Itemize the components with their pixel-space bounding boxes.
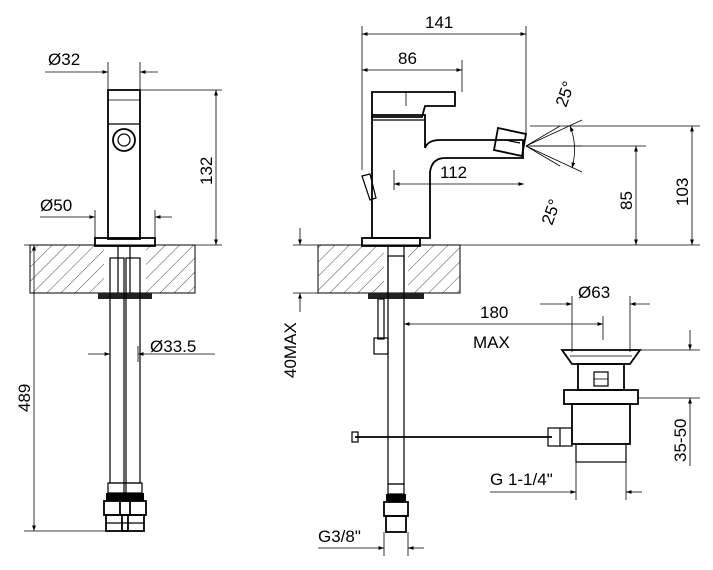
dim-side-reach-112: 112 [440, 163, 467, 182]
dim-front-dia-33-5: Ø33.5 [150, 337, 196, 356]
dim-front-dia-50: Ø50 [40, 196, 72, 215]
dim-side-range-35-50: 35-50 [671, 419, 690, 462]
side-swivel-aerator [492, 126, 528, 158]
dim-front-hose-489: 489 [15, 384, 34, 412]
dim-side-rod-max: MAX [473, 333, 510, 352]
side-popup-rod [377, 298, 385, 340]
dim-side-thread-supply: G3/8" [318, 527, 361, 546]
dim-side-rod-180: 180 [480, 303, 508, 322]
side-waste-assembly [547, 349, 642, 463]
dim-side-dia-63: Ø63 [578, 283, 610, 302]
dim-side-angle-up: 25° [552, 79, 579, 110]
dim-side-height-85: 85 [617, 191, 636, 210]
dim-side-thread-waste: G 1-1/4" [490, 470, 553, 489]
side-popup-knob [361, 173, 377, 201]
dim-side-depth-141: 141 [425, 13, 453, 32]
dim-front-height-132: 132 [197, 157, 216, 185]
front-hose-fittings [103, 482, 147, 532]
front-lock-nut [98, 293, 152, 299]
front-aerator-outlet [112, 128, 136, 152]
side-lever [371, 91, 456, 118]
front-body [107, 89, 141, 240]
dim-side-lever-86: 86 [398, 49, 417, 68]
dim-side-height-103: 103 [673, 178, 692, 206]
front-view: Ø32 132 Ø50 Ø33.5 489 [15, 50, 222, 532]
side-view: 141 86 25° 25° 112 85 103 40MAX [281, 13, 700, 556]
dim-side-deck-40max: 40MAX [281, 322, 300, 378]
dim-side-angle-down: 25° [538, 197, 565, 228]
side-supply-fitting [383, 483, 409, 533]
side-lock-nut [368, 293, 424, 299]
side-body [371, 114, 524, 239]
dim-front-dia-32: Ø32 [48, 50, 80, 69]
